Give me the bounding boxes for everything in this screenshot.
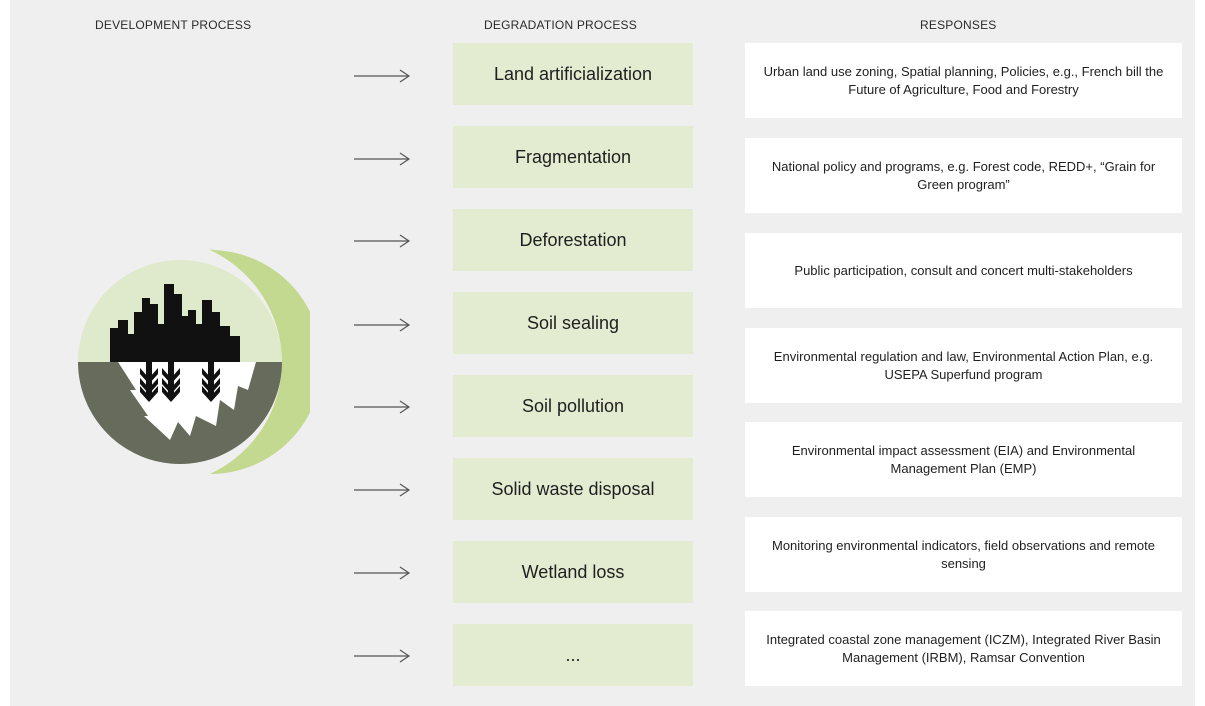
degradation-box-fragmentation: Fragmentation <box>453 126 693 188</box>
arrow-1-icon <box>352 68 412 84</box>
degradation-box-deforestation: Deforestation <box>453 209 693 271</box>
response-box-6: Monitoring environmental indicators, fie… <box>745 517 1182 592</box>
degradation-box-soil-pollution: Soil pollution <box>453 375 693 437</box>
city-forest-emblem-icon <box>70 240 322 485</box>
development-process-header: DEVELOPMENT PROCESS <box>95 18 252 32</box>
arrow-4-icon <box>352 317 412 333</box>
response-box-1: Urban land use zoning, Spatial planning,… <box>745 43 1182 118</box>
degradation-process-header: DEGRADATION PROCESS <box>484 18 637 32</box>
response-box-3: Public participation, consult and concer… <box>745 233 1182 308</box>
arrow-2-icon <box>352 151 412 167</box>
response-box-2: National policy and programs, e.g. Fores… <box>745 138 1182 213</box>
arrow-3-icon <box>352 233 412 249</box>
degradation-box-land-artificialization: Land artificialization <box>453 43 693 105</box>
degradation-box-ellipsis: ... <box>453 624 693 686</box>
response-box-4: Environmental regulation and law, Enviro… <box>745 328 1182 403</box>
arrow-8-icon <box>352 648 412 664</box>
arrow-6-icon <box>352 482 412 498</box>
responses-header: RESPONSES <box>920 18 997 32</box>
response-box-5: Environmental impact assessment (EIA) an… <box>745 422 1182 497</box>
arrow-5-icon <box>352 399 412 415</box>
degradation-box-solid-waste-disposal: Solid waste disposal <box>453 458 693 520</box>
degradation-box-wetland-loss: Wetland loss <box>453 541 693 603</box>
arrow-7-icon <box>352 565 412 581</box>
response-box-7: Integrated coastal zone management (ICZM… <box>745 611 1182 686</box>
degradation-box-soil-sealing: Soil sealing <box>453 292 693 354</box>
